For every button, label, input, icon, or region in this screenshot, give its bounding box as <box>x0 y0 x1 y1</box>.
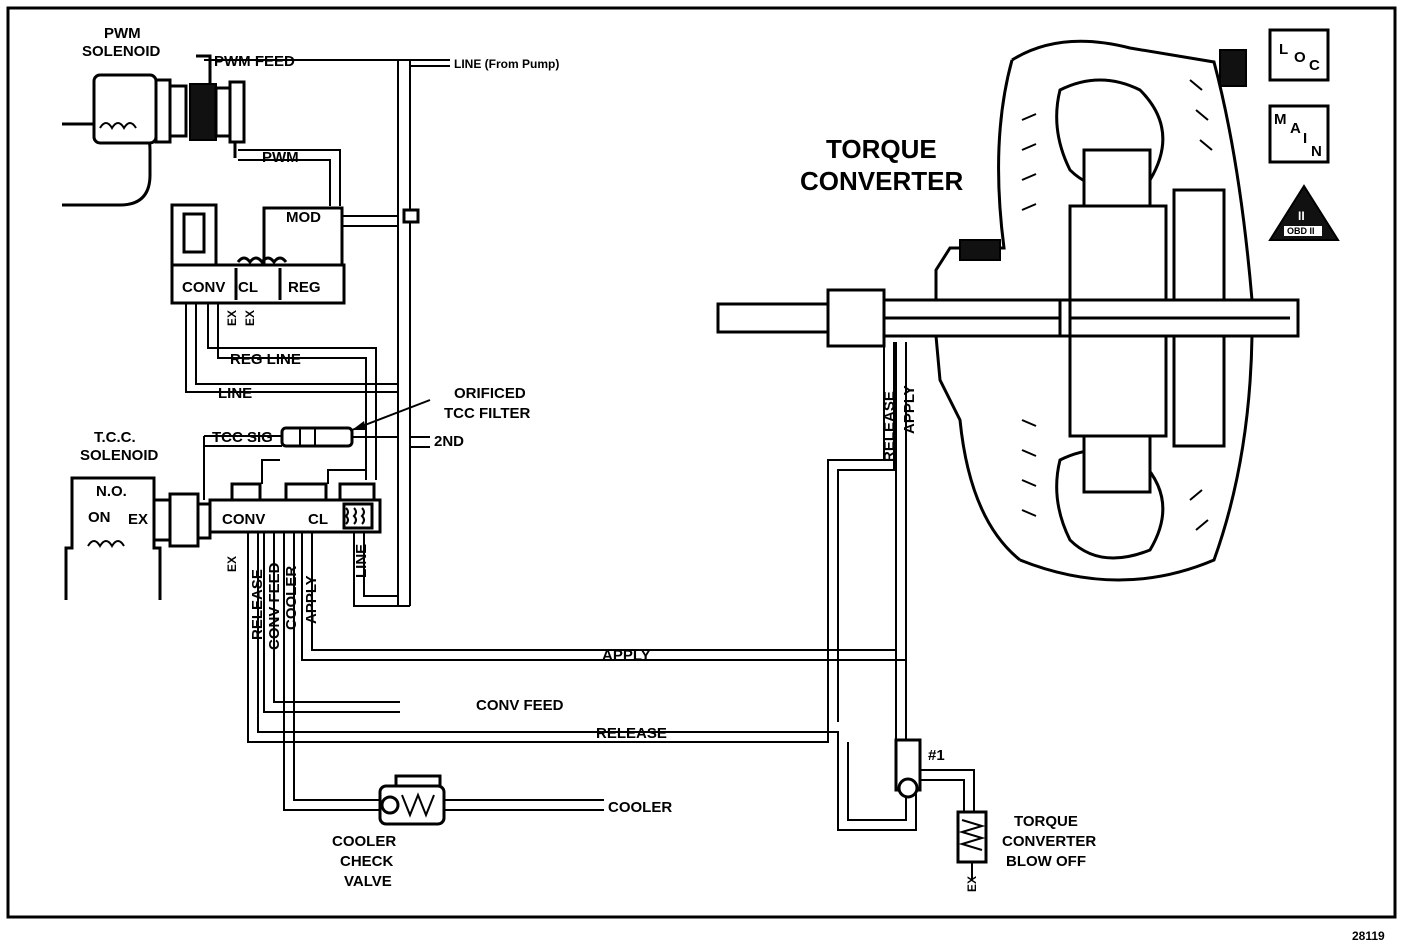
ex-upper-label-2: EX <box>243 310 257 326</box>
main-letter-3: I <box>1303 130 1307 147</box>
mod-label: MOD <box>286 209 321 226</box>
blow-off-label-3: BLOW OFF <box>1006 853 1086 870</box>
blow-off-ex-label: EX <box>965 876 979 892</box>
tcc-sig-label: TCC SIG <box>212 429 273 446</box>
conv-feed-vertical-label: CONV FEED <box>266 562 283 650</box>
check-ball-label: #1 <box>928 747 945 764</box>
loc-letter-3: C <box>1309 57 1320 74</box>
ex-upper-label-1: EX <box>225 310 239 326</box>
tcc-solenoid-label-2: SOLENOID <box>80 447 159 464</box>
release-converter-label: RELEASE <box>881 391 898 462</box>
converter-regulator-valve <box>170 203 346 305</box>
obd-ii-triangle-icon: OBD II II <box>1268 184 1340 241</box>
pwm-solenoid-label-1: PWM <box>104 25 141 42</box>
orificed-filter-label-1: ORIFICED <box>454 385 526 402</box>
main-letter-4: N <box>1311 143 1322 160</box>
cooler-check-valve-label-3: VALVE <box>344 873 392 890</box>
main-badge: M A I N <box>1268 104 1330 164</box>
line-label: LINE <box>218 385 252 402</box>
blow-off-label-2: CONVERTER <box>1002 833 1096 850</box>
blow-off-valve <box>956 810 988 880</box>
cooler-check-valve-label-1: COOLER <box>332 833 396 850</box>
on-label: ON <box>88 509 111 526</box>
tcc-control-valve <box>208 482 382 534</box>
apply-horizontal-label: APPLY <box>602 647 651 664</box>
loc-letter-1: L <box>1279 41 1288 58</box>
torque-converter-title-2: CONVERTER <box>800 166 963 196</box>
conv-lower-label: CONV <box>222 511 265 528</box>
torque-converter-title-1: TORQUE <box>826 134 937 164</box>
figure-number: 28119 <box>1352 929 1385 943</box>
cl-lower-label: CL <box>308 511 328 528</box>
cooler-vertical-label: COOLER <box>283 566 300 630</box>
pwm-solenoid-label-2: SOLENOID <box>82 43 161 60</box>
torque-converter-assembly <box>716 39 1300 582</box>
apply-vertical-label: APPLY <box>303 575 320 624</box>
main-letter-1: M <box>1274 111 1287 128</box>
no-label: N.O. <box>96 483 127 500</box>
line-vertical-label: LINE <box>353 544 370 578</box>
second-gear-label: 2ND <box>434 433 464 450</box>
check-ball-1 <box>894 738 922 799</box>
obd-mark: II <box>1298 209 1305 223</box>
ex-solenoid-label: EX <box>128 511 148 528</box>
cooler-horizontal-label: COOLER <box>608 799 672 816</box>
diagram-frame <box>6 6 1397 919</box>
pwm-label: PWM <box>262 149 299 166</box>
obd-label: OBD II <box>1287 226 1315 236</box>
conv-upper-label: CONV <box>182 279 225 296</box>
reg-label: REG <box>288 279 321 296</box>
cooler-check-valve-label-2: CHECK <box>340 853 394 870</box>
reg-line-label: REG LINE <box>230 351 301 368</box>
orificed-tcc-filter <box>280 399 431 448</box>
conv-feed-horizontal-label: CONV FEED <box>476 697 564 714</box>
main-letter-2: A <box>1290 120 1301 137</box>
tcc-solenoid <box>64 476 212 600</box>
hydraulic-lines-left <box>185 59 450 607</box>
ex-lower-label: EX <box>225 556 239 572</box>
pwm-feed-label: PWM FEED <box>214 53 295 70</box>
pwm-solenoid <box>62 54 246 207</box>
cl-upper-label: CL <box>238 279 258 296</box>
blow-off-label-1: TORQUE <box>1014 813 1078 830</box>
release-horizontal-label: RELEASE <box>596 725 667 742</box>
line-from-pump-label: LINE (From Pump) <box>454 57 559 71</box>
cooler-check-valve <box>378 774 446 826</box>
release-vertical-label: RELEASE <box>249 569 266 640</box>
loc-letter-2: O <box>1294 49 1306 66</box>
hydraulic-lines-converter <box>247 342 975 831</box>
apply-converter-label: APPLY <box>901 385 918 434</box>
loc-badge: L O C <box>1268 28 1330 82</box>
tcc-solenoid-label-1: T.C.C. <box>94 429 136 446</box>
orificed-filter-label-2: TCC FILTER <box>444 405 531 422</box>
